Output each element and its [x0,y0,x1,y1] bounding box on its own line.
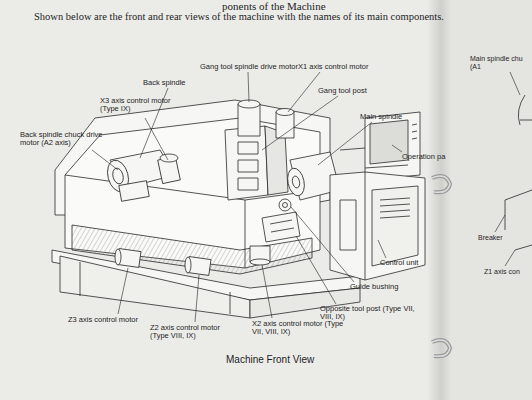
part-name: Control unit [380,259,418,267]
part-name: Guide bushing [350,283,398,291]
part-name: Back spindle chuck drive motor (A2 axis) [20,131,120,148]
part-name: Gang tool post [318,87,367,95]
part-name: Main spindle [360,113,402,121]
part-name: Breaker [478,234,503,242]
part-name: Z2 axis control motor (Type VIII, IX) [150,324,240,341]
leader-line [92,72,520,322]
part-name: Main spindle chu (A1 [470,55,525,71]
binder-ring [432,176,450,356]
part-name: X3 axis control motor (Type IX) [100,97,175,114]
figure-caption: Machine Front View [226,354,314,365]
part-name: Z3 axis control motor [68,316,138,324]
page-gutter [428,0,450,400]
part-name: Gang tool spindle drive motor [200,63,298,71]
clipped-heading: ponents of the Machine [222,0,326,12]
rear-view-drawing [505,95,532,250]
part-name: Z1 axis con [484,268,520,276]
part-name: Operation pa [402,153,445,161]
lathe-drawing [52,100,425,318]
part-name: X1 axis control motor [298,63,368,71]
part-name: Back spindle [143,79,186,87]
right-page [450,0,532,400]
part-name: X2 axis control motor (Type VII, VIII, I… [252,320,344,337]
intro-sentence: Shown below are the front and rear views… [34,11,444,23]
